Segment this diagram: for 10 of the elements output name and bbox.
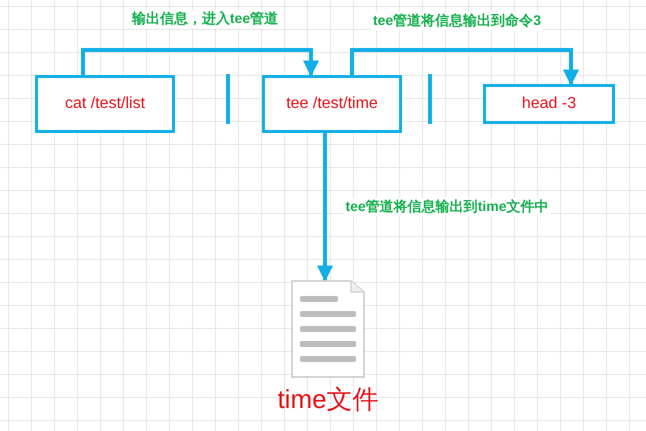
arrow: [350, 48, 579, 86]
edge-label: 输出信息，进入tee管道: [130, 10, 280, 28]
file-label: time文件: [277, 383, 379, 416]
edge-label: tee管道将信息输出到命令3: [370, 12, 544, 30]
edge-label: tee管道将信息输出到time文件中: [343, 198, 551, 216]
arrow: [81, 48, 319, 77]
process-box: cat /test/list: [35, 75, 175, 133]
process-box: head -3: [483, 84, 615, 124]
process-box: tee /test/time: [262, 75, 402, 133]
arrow: [317, 133, 333, 282]
